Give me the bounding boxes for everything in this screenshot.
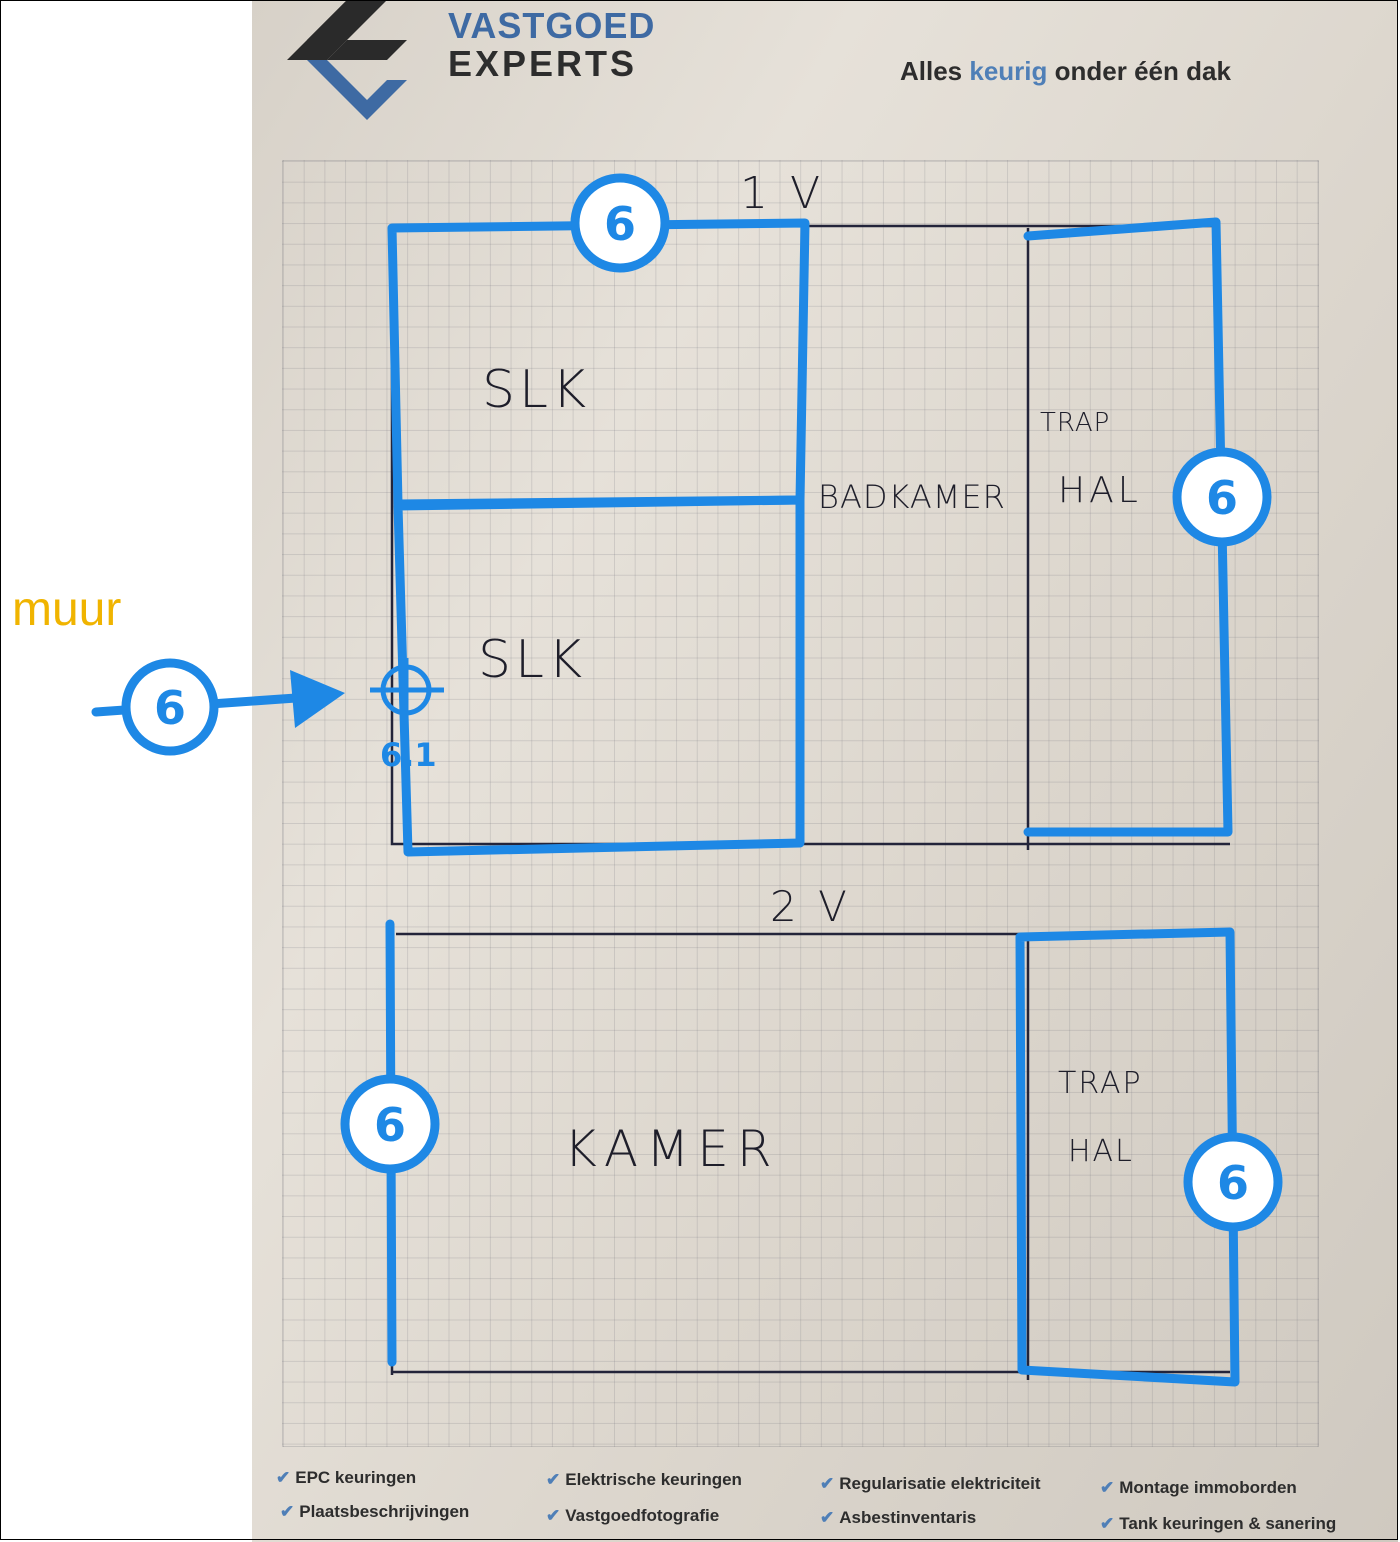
service-item: ✔Plaatsbeschrijvingen	[280, 1502, 469, 1522]
crosshair-icon	[370, 658, 444, 722]
brand-tagline: Alles keurig onder één dak	[900, 56, 1231, 87]
marker-badge-right-bottom-label: 6	[1217, 1156, 1249, 1210]
marker-badge-top-label: 6	[604, 197, 636, 251]
check-icon: ✔	[546, 1470, 561, 1489]
brand-line-1: VASTGOED	[448, 5, 656, 46]
service-item: ✔Asbestinventaris	[820, 1508, 976, 1528]
service-label: Asbestinventaris	[839, 1508, 977, 1527]
room-label-hal-1: HAL	[1058, 470, 1142, 511]
brand-line-2: EXPERTS	[448, 43, 638, 84]
check-icon: ✔	[820, 1474, 835, 1493]
service-label: Regularisatie elektriciteit	[839, 1474, 1041, 1493]
check-icon: ✔	[1100, 1478, 1115, 1497]
room-label-kamer: KAMER	[564, 1120, 780, 1178]
service-label: Tank keuringen & sanering	[1119, 1514, 1337, 1533]
service-label: EPC keuringen	[295, 1468, 417, 1487]
room-label-slk-top: SLK	[482, 360, 591, 420]
service-item: ✔Tank keuringen & sanering	[1100, 1514, 1336, 1534]
tagline-pre: Alles	[900, 56, 970, 86]
marker-badge-right-top[interactable]: 6	[1172, 447, 1272, 547]
service-item: ✔Vastgoedfotografie	[546, 1506, 719, 1526]
service-item: ✔Montage immoborden	[1100, 1478, 1297, 1498]
side-note-muur: muur	[12, 583, 122, 636]
marker-badge-left-arrow-label: 6	[154, 681, 186, 735]
vastgoed-experts-logo-icon	[287, 0, 407, 120]
marker-badge-left-bottom[interactable]: 6	[340, 1074, 440, 1174]
service-item: ✔EPC keuringen	[276, 1468, 416, 1488]
tagline-accent: keurig	[969, 56, 1048, 86]
tagline-post: onder één dak	[1047, 56, 1231, 86]
marker-badge-right-bottom[interactable]: 6	[1183, 1132, 1283, 1232]
service-label: Elektrische keuringen	[565, 1470, 742, 1489]
service-label: Vastgoedfotografie	[565, 1506, 720, 1525]
marker-point-label: 6.1	[380, 736, 437, 774]
scanned-floorplan-photo	[252, 0, 1398, 1542]
marker-badge-top[interactable]: 6	[570, 173, 670, 273]
room-label-trap-1: TRAP	[1040, 408, 1111, 438]
wall-outline-traphal-2	[1015, 927, 1240, 1387]
check-icon: ✔	[1100, 1514, 1115, 1533]
service-item: ✔Elektrische keuringen	[546, 1470, 742, 1490]
arrow-head-icon	[290, 670, 345, 728]
marker-badge-right-top-label: 6	[1206, 471, 1238, 525]
brand-name: VASTGOED EXPERTS	[448, 8, 655, 82]
service-list: ✔EPC keuringen ✔Elektrische keuringen ✔R…	[276, 1466, 1376, 1536]
check-icon: ✔	[820, 1508, 835, 1527]
wall-outline-slk-bottom	[393, 495, 805, 857]
service-label: Montage immoborden	[1119, 1478, 1297, 1497]
room-label-slk-bottom: SLK	[478, 630, 587, 690]
service-label: Plaatsbeschrijvingen	[299, 1502, 470, 1521]
check-icon: ✔	[546, 1506, 561, 1525]
check-icon: ✔	[276, 1468, 291, 1487]
floor-label-2v: 2 V	[770, 882, 851, 931]
service-item: ✔Regularisatie elektriciteit	[820, 1474, 1041, 1494]
marker-badge-left-arrow[interactable]: 6	[121, 658, 219, 756]
room-label-trap-2: TRAP	[1058, 1066, 1143, 1101]
check-icon: ✔	[280, 1502, 295, 1521]
room-label-badkamer: BADKAMER	[818, 478, 1006, 516]
floor-label-1v: 1 V	[740, 168, 825, 219]
room-label-hal-2: HAL	[1068, 1134, 1134, 1169]
marker-badge-left-bottom-label: 6	[374, 1098, 406, 1152]
